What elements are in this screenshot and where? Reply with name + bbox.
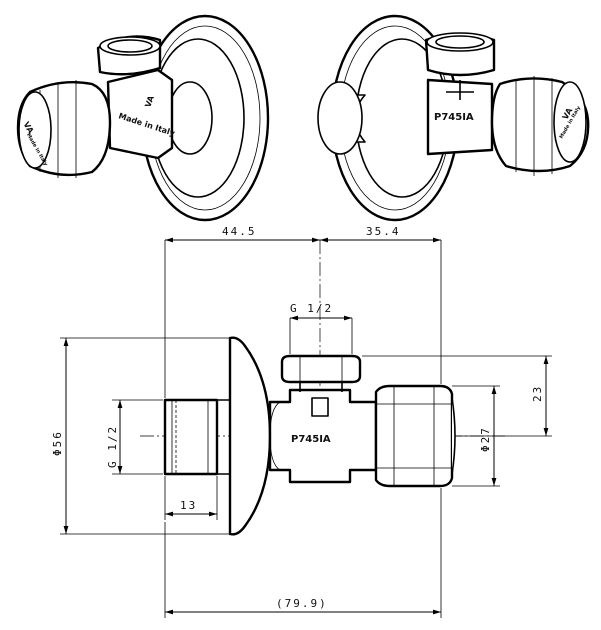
dim-diameter-27: Φ27 <box>479 426 492 452</box>
valve-body-right <box>426 78 494 156</box>
dim-13: 13 <box>180 499 197 512</box>
inlet-thread <box>163 398 219 476</box>
part-number-label: P745IA <box>291 434 331 445</box>
flange <box>228 336 272 536</box>
isometric-view-right: P745IA VA Made in Italy <box>317 14 590 222</box>
orthographic-view: P745IA 44.5 35.4 G 1/2 23 Φ27 Φ56 <box>51 225 552 618</box>
dim-inlet-thread: G 1/2 <box>106 425 119 468</box>
dim-outlet-thread: G 1/2 <box>290 302 333 315</box>
dim-79-9: (79.9) <box>276 597 328 610</box>
outlet-nut <box>280 354 362 384</box>
part-number-right: P745IA <box>434 112 474 123</box>
dim-23: 23 <box>531 385 544 402</box>
isometric-view-left: VA Made in Italy VA Made in Italy <box>16 14 270 222</box>
dim-35-4: 35.4 <box>366 225 401 238</box>
dim-44-5: 44.5 <box>222 225 257 238</box>
handle <box>374 384 454 488</box>
brand-mark-left: VA <box>143 94 156 109</box>
valve-body-left <box>106 68 174 160</box>
dim-diameter-56: Φ56 <box>51 430 64 456</box>
